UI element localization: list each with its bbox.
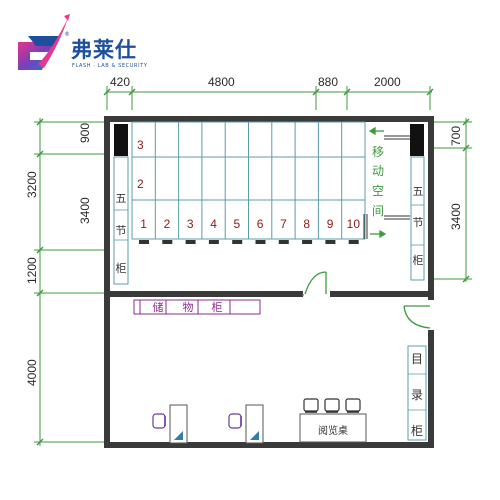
shelf-number-10: 10 — [347, 217, 361, 231]
shelf-handle-icon — [162, 240, 173, 244]
five-section-right-char-2: 柜 — [413, 254, 424, 267]
column-left — [114, 124, 128, 156]
five-section-right-char-1: 节 — [413, 216, 424, 229]
dim-right-0: 700 — [449, 126, 463, 146]
column-right — [410, 124, 424, 156]
shelf-number-9: 9 — [327, 217, 334, 231]
storage-char-1: 物 — [183, 300, 194, 314]
shelf-number-2: 2 — [164, 217, 171, 231]
registered-mark: ® — [64, 31, 70, 38]
shelf-number-7: 7 — [280, 217, 287, 231]
moving-space-arrows — [368, 126, 387, 239]
shelf-number-4: 4 — [210, 217, 217, 231]
shelf-handle-icon — [348, 240, 359, 244]
shelf-handle-icon — [325, 240, 336, 244]
shelf-handle-icon — [278, 240, 289, 244]
reading-desk: 阅览桌 — [299, 398, 367, 443]
work-desk-2 — [228, 404, 264, 444]
storage-char-0: 储 — [153, 300, 164, 314]
walls — [104, 116, 434, 448]
five-section-left-char-0: 五 — [116, 192, 127, 205]
mobile-shelving-grid — [131, 121, 410, 244]
moving-space-char-3: 间 — [372, 204, 384, 218]
chair-icon — [152, 413, 166, 429]
dim-top-3: 2000 — [374, 75, 401, 89]
shelf-handle-icon — [255, 240, 266, 244]
shelf-number-1: 1 — [140, 217, 147, 231]
dim-top-2: 880 — [318, 75, 338, 89]
catalog-char-0: 目 — [411, 352, 423, 366]
shelf-handle-icon — [208, 240, 219, 244]
catalog-cabinet — [407, 345, 427, 441]
catalog-char-2: 柜 — [411, 424, 423, 438]
dim-left-4: 4000 — [25, 359, 39, 386]
shelf-handle-icon — [302, 240, 313, 244]
chair-icon — [228, 413, 242, 429]
storage-char-2: 柜 — [212, 301, 223, 314]
shelf-handle-icon — [232, 240, 243, 244]
brand-mark-icon — [18, 14, 70, 70]
shelf-handle-icon — [185, 240, 196, 244]
shelf-number-5: 5 — [234, 217, 241, 231]
five-section-cabinet-right — [410, 156, 425, 281]
reading-chairs — [303, 398, 361, 412]
storage-cabinets — [133, 299, 261, 315]
dim-left-3: 1200 — [25, 257, 39, 284]
doors — [302, 271, 431, 329]
brand-tagline: FLASH · LAB & SECURITY — [72, 63, 148, 69]
moving-space-char-0: 移 — [372, 145, 384, 159]
brand-logo — [14, 12, 184, 82]
dim-left-1: 3200 — [25, 171, 39, 198]
five-section-right-char-0: 五 — [413, 185, 424, 198]
reading-desk-label: 阅览桌 — [318, 424, 348, 437]
dimension-ticks — [36, 88, 470, 446]
shelf-handle-icon — [139, 240, 149, 244]
shelf-row-label-3: 3 — [137, 138, 144, 152]
dim-top-0: 420 — [110, 75, 130, 89]
five-section-left-char-1: 节 — [116, 224, 127, 237]
dim-left-0: 900 — [78, 123, 92, 143]
shelf-number-6: 6 — [257, 217, 264, 231]
dim-left-2: 3400 — [78, 197, 92, 224]
catalog-char-1: 录 — [411, 388, 423, 402]
shelf-number-3: 3 — [187, 217, 194, 231]
shelf-number-8: 8 — [303, 217, 310, 231]
shelf-row-label-2: 2 — [137, 177, 144, 191]
work-desk-1 — [152, 404, 188, 444]
moving-space-char-1: 动 — [372, 164, 384, 178]
dim-top-1: 4800 — [208, 75, 235, 89]
brand-name: 弗莱仕 — [71, 38, 137, 62]
five-section-left-char-2: 柜 — [116, 262, 127, 275]
moving-space-char-2: 空 — [372, 184, 384, 198]
five-section-cabinet-left — [113, 156, 129, 285]
dim-right-1: 3400 — [449, 203, 463, 230]
shelf-numbers: 1 2 3 4 5 6 7 8 9 10 — [140, 217, 360, 231]
dimension-lines — [34, 86, 472, 446]
